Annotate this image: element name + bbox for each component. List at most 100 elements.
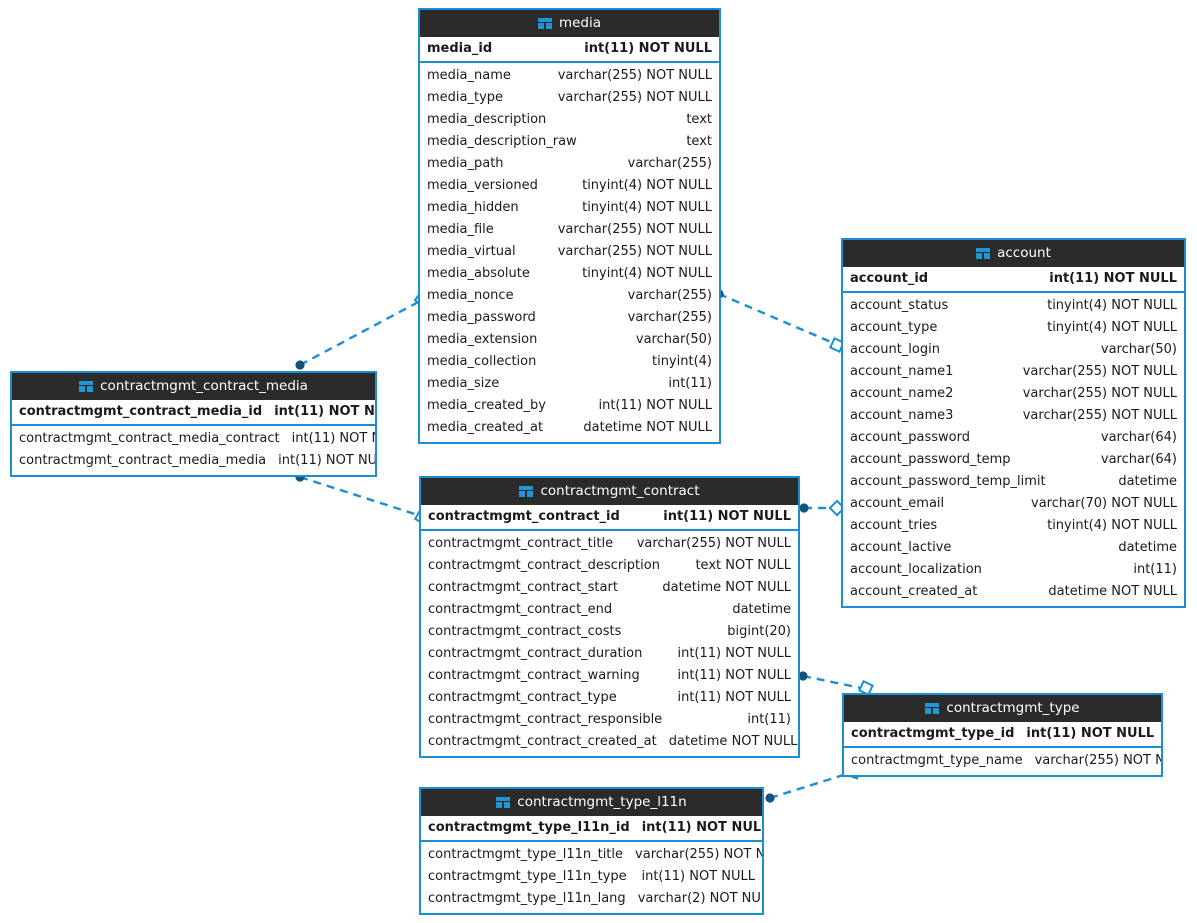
primary-key-row: contractmgmt_contract_id int(11) NOT NUL… [421,505,798,531]
relationship-media-to-account[interactable] [714,289,845,353]
column-name: account_status [850,298,949,313]
column-type: varchar(255) [627,288,712,303]
entity-contractmgmt_contract[interactable]: contractmgmt_contract contractmgmt_contr… [419,476,800,758]
column-name: contractmgmt_type_id [851,726,1015,741]
column-type: datetime NOT NULL [668,734,798,749]
entity-header: media [420,10,719,37]
column-type: int(11) [747,712,791,727]
column-row: account_email varchar(70) NOT NULL [843,493,1184,515]
relationship-contract_media-to-media[interactable] [295,290,431,370]
column-type: int(11) NOT NULL [677,690,791,705]
column-list: account_status tinyint(4) NOT NULL accoun… [843,293,1184,606]
column-type: datetime NOT NULL [662,580,791,595]
column-name: media_absolute [427,266,530,281]
column-row: account_password_temp varchar(64) [843,449,1184,471]
column-name: media_virtual [427,244,516,259]
column-name: account_name1 [850,364,954,379]
column-name: contractmgmt_contract_media_contract [19,431,280,446]
column-type: varchar(255) [627,156,712,171]
column-type: tinyint(4) NOT NULL [1047,320,1177,335]
column-type: int(11) NOT NULL [641,869,755,884]
column-type: varchar(70) NOT NULL [1031,496,1177,511]
column-type: datetime [732,602,791,617]
filled-dot-marker [295,360,305,370]
column-name: contractmgmt_contract_media_media [19,453,267,468]
column-type: tinyint(4) NOT NULL [582,266,712,281]
entity-title: media [558,15,602,31]
filled-dot-marker [765,793,775,803]
column-name: media_file [427,222,494,237]
column-name: contractmgmt_contract_duration [428,646,643,661]
column-name: account_password_temp [850,452,1011,467]
column-name: account_password_temp_limit [850,474,1046,489]
relationship-line [299,297,425,367]
column-name: media_description [427,112,547,127]
column-type: tinyint(4) [651,354,712,369]
table-icon [519,485,534,497]
column-type: int(11) NOT NULL [291,431,375,446]
column-name: account_email [850,496,945,511]
column-name: account_id [850,271,929,286]
primary-key-row: account_id int(11) NOT NULL [843,267,1184,293]
column-name: contractmgmt_contract_responsible [428,712,663,727]
table-icon [976,247,991,259]
entity-title: contractmgmt_type_l11n [517,794,687,810]
column-type: varchar(64) [1100,452,1177,467]
entity-contractmgmt_contract_media[interactable]: contractmgmt_contract_media contractmgmt… [10,371,377,477]
column-type: datetime [1118,474,1177,489]
relationship-contract-to-account[interactable] [799,499,846,517]
entity-contractmgmt_type[interactable]: contractmgmt_type contractmgmt_type_id i… [842,693,1163,777]
column-type: varchar(255) NOT NULL [1022,386,1177,401]
column-name: contractmgmt_type_l11n_lang [428,891,626,906]
relationship-line [769,770,854,800]
table-icon [925,702,940,714]
entity-contractmgmt_type_l11n[interactable]: contractmgmt_type_l11n contractmgmt_type… [419,787,764,915]
entity-header: contractmgmt_type [844,695,1161,722]
column-name: contractmgmt_type_l11n_type [428,869,627,884]
column-name: contractmgmt_contract_media_id [19,404,263,419]
column-name: account_localization [850,562,982,577]
column-name: account_type [850,320,938,335]
column-type: varchar(2) NOT NULL [637,891,764,906]
column-type: int(11) NOT NULL [677,668,791,683]
relationship-contract_media-to-contract[interactable] [295,472,431,526]
entity-header: contractmgmt_type_l11n [421,789,762,816]
entity-account[interactable]: account account_id int(11) NOT NULL acco… [841,238,1186,608]
column-type: varchar(50) [635,332,712,347]
entity-media[interactable]: media media_id int(11) NOT NULL media_na… [418,8,721,444]
column-name: contractmgmt_type_l11n_id [428,820,630,835]
column-name: contractmgmt_contract_costs [428,624,622,639]
column-list: contractmgmt_contract_media_contract int(… [12,426,375,475]
column-type: int(11) NOT NULL [641,820,764,835]
column-type: int(11) NOT NULL [1026,726,1155,741]
column-type: int(11) NOT NULL [1049,271,1177,286]
column-name: contractmgmt_contract_type [428,690,617,705]
column-type: int(11) [668,376,712,391]
column-name: account_name3 [850,408,954,423]
entity-title: contractmgmt_contract [540,483,700,499]
column-row: contractmgmt_type_l11n_lang varchar(2) NO… [421,888,762,910]
column-name: account_password [850,430,971,445]
relationship-contract-to-type[interactable] [798,671,874,696]
